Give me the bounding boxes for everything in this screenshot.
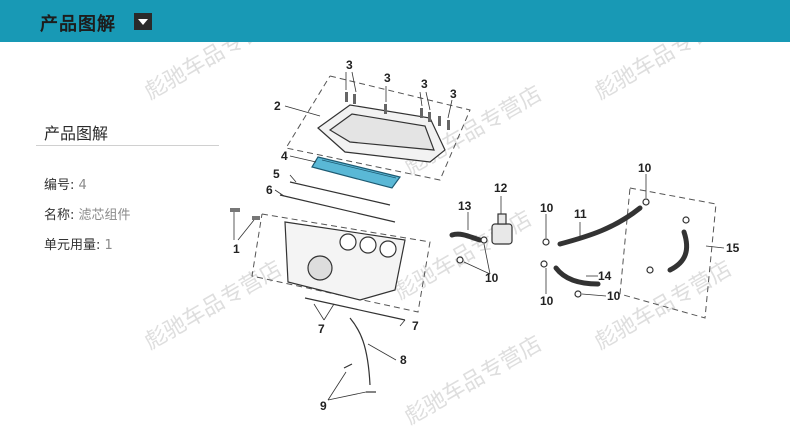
hose-15 — [667, 229, 690, 273]
header-bar: 产品图解 — [0, 0, 790, 42]
hose-13 — [449, 231, 483, 243]
gaskets — [279, 181, 396, 223]
callout-label: 10 — [485, 271, 499, 285]
bolts-left — [230, 208, 260, 220]
callout-label: 12 — [494, 181, 508, 195]
callout-label: 2 — [274, 99, 281, 113]
filter-element-highlighted — [311, 156, 402, 189]
callout-label: 7 — [318, 322, 325, 336]
part-name-label: 名称: — [44, 208, 75, 223]
callout-label: 7 — [412, 319, 419, 333]
unit-quantity-label: 单元用量: — [44, 238, 101, 253]
exploded-parts-diagram: 彪驰车品专营店 彪驰车品专营店 彪驰车品专营店 彪驰车品专营店 彪驰车品专营店 … — [140, 42, 740, 429]
throttle-body-base — [284, 221, 406, 301]
callout-label: 8 — [400, 353, 407, 367]
watermark-text: 彪驰车品专营店 — [390, 206, 536, 305]
watermark-group: 彪驰车品专营店 彪驰车品专营店 彪驰车品专营店 彪驰车品专营店 彪驰车品专营店 … — [140, 42, 736, 429]
part-name-value: 滤芯组件 — [78, 208, 131, 223]
cover-screws — [345, 92, 450, 130]
group-box-lower — [251, 213, 431, 313]
callout-label: 10 — [607, 289, 621, 303]
callout-label: 11 — [574, 207, 587, 221]
watermark-text: 彪驰车品专营店 — [590, 42, 736, 104]
air-box-cover — [317, 104, 446, 163]
drain-hose — [343, 317, 376, 393]
callout-label: 6 — [266, 183, 273, 197]
group-box-upper — [285, 75, 471, 181]
callout-label: 3 — [421, 77, 428, 91]
part-number-value: 4 — [78, 178, 87, 193]
callout-label: 9 — [320, 399, 327, 413]
unit-quantity-row: 单元用量: 1 — [44, 234, 113, 253]
group-box-right — [619, 187, 717, 319]
callout-label: 3 — [384, 71, 391, 85]
watermark-text: 彪驰车品专营店 — [140, 42, 286, 104]
hose-clamps — [456, 198, 690, 298]
callout-label: 10 — [540, 201, 554, 215]
part-name-row: 名称: 滤芯组件 — [44, 204, 131, 223]
callout-label: 10 — [540, 294, 554, 308]
callout-label: 15 — [726, 241, 740, 255]
callout-label: 1 — [233, 242, 240, 256]
callout-numbers: 1 2 3 3 3 3 4 5 6 7 7 8 9 10 10 10 10 10… — [233, 58, 740, 413]
watermark-text: 彪驰车品专营店 — [590, 256, 736, 355]
caret-down-icon[interactable] — [134, 13, 152, 30]
callout-label: 5 — [273, 167, 280, 181]
panel-title: 产品图解 — [44, 124, 109, 143]
callout-label: 3 — [450, 87, 457, 101]
callout-label: 13 — [458, 199, 472, 213]
leader-lines — [233, 71, 725, 401]
hose-14 — [553, 265, 601, 287]
hose-11 — [557, 205, 643, 247]
callout-label: 14 — [598, 269, 612, 283]
callout-label: 4 — [281, 149, 288, 163]
callout-label: 10 — [638, 161, 652, 175]
header-title: 产品图解 — [40, 14, 116, 35]
watermark-text: 彪驰车品专营店 — [400, 331, 546, 430]
valve-12 — [491, 213, 513, 245]
callout-label: 3 — [346, 58, 353, 72]
panel-divider — [36, 145, 219, 146]
part-number-label: 编号: — [44, 178, 75, 193]
watermark-text: 彪驰车品专营店 — [140, 256, 286, 355]
base-gasket — [304, 297, 406, 321]
part-number-row: 编号: 4 — [44, 174, 87, 193]
unit-quantity-value: 1 — [104, 238, 113, 253]
